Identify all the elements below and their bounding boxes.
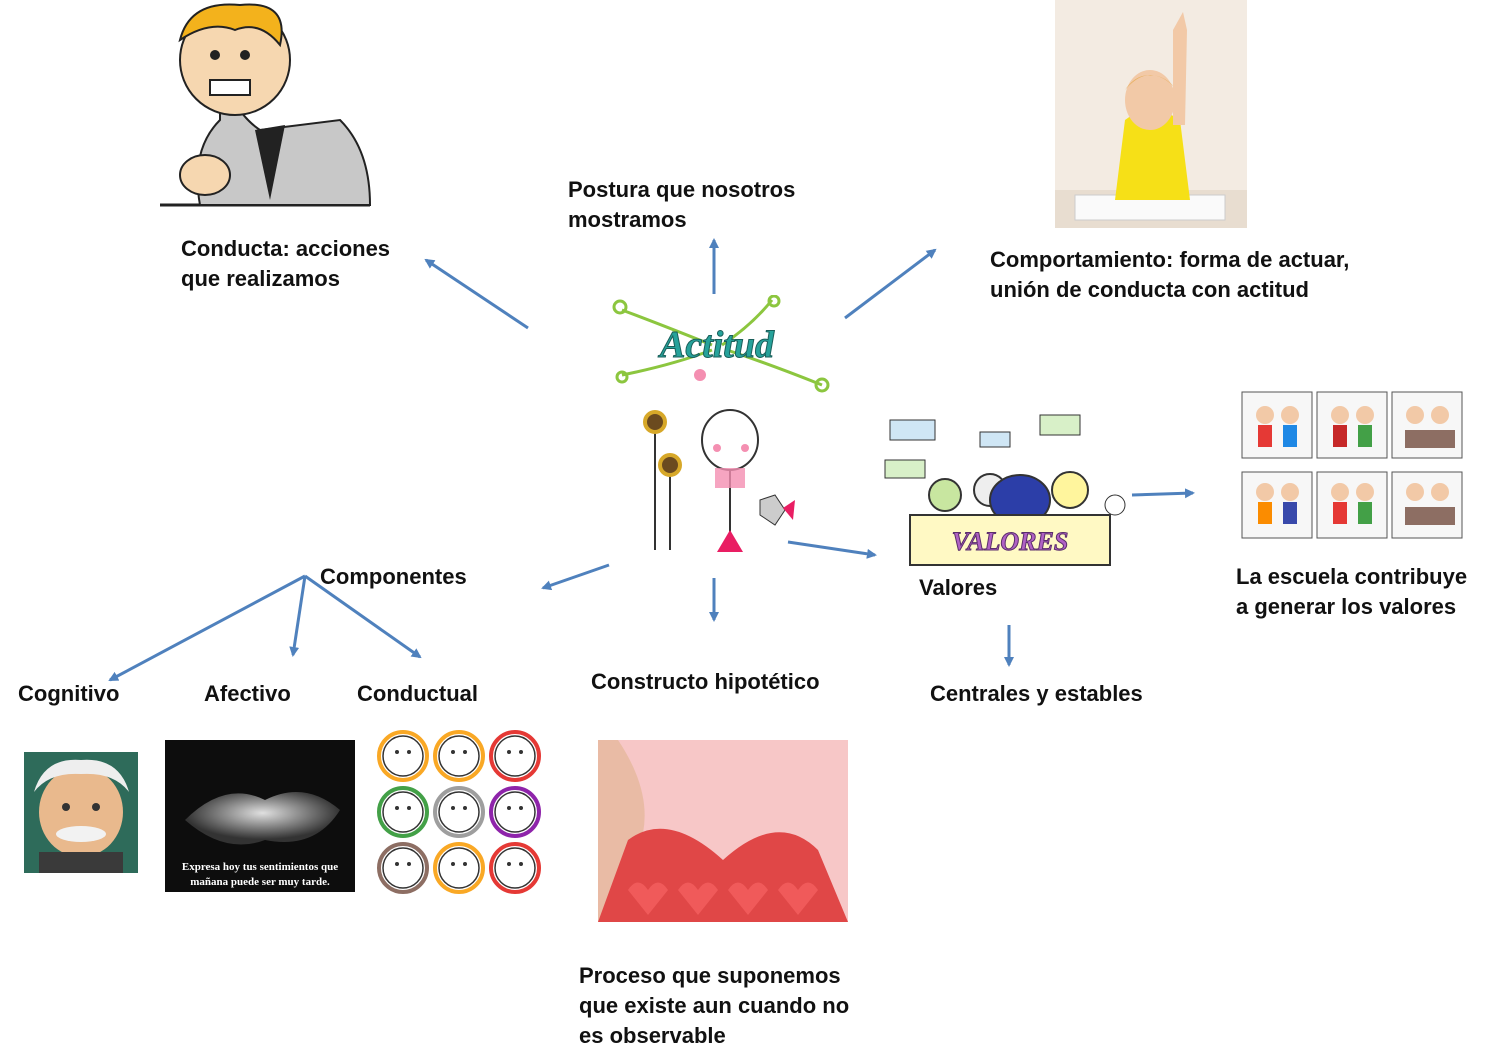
label-valores: Valores [919,575,998,600]
arrow-to-conductual [304,574,422,659]
valores-banner-text: VALORES [952,527,1069,556]
label-proceso: Proceso que suponemos que existe aun cua… [579,963,850,1048]
label-constructo: Constructo hipotético [591,669,820,694]
holding-hands-photo: Expresa hoy tus sentimientos que mañana … [165,740,355,892]
arrow-to-escuela [1131,488,1195,499]
einstein-caricature [24,752,138,873]
arrow-to-componentes [541,563,610,591]
arrow-to-conducta [424,258,529,330]
girl-watering-flowers-illustration [635,400,795,560]
label-escuela: La escuela contribuye a generar los valo… [1236,564,1468,619]
label-conductual: Conductual [357,681,478,706]
valores-kids-illustration: VALORES [880,410,1128,572]
angry-man-illustration [140,0,392,218]
arrow-to-comportamiento [844,248,937,320]
arrow-to-cognitivo [108,574,306,682]
label-afectivo: Afectivo [204,681,291,706]
woman-with-hearts-photo [598,740,848,922]
label-centrales: Centrales y estables [930,681,1143,706]
arrow-to-valores [787,540,877,559]
label-comportamiento: Comportamiento: forma de actuar, unión d… [990,247,1350,302]
label-componentes: Componentes [320,564,467,589]
label-postura: Postura que nosotros mostramos [568,177,796,232]
school-kids-grid [1240,390,1464,540]
actitud-logo: Actitud [602,295,832,395]
actitud-logo-text: Actitud [658,324,775,366]
label-cognitivo: Cognitivo [18,681,120,706]
afectivo-caption: Expresa hoy tus sentimientos que mañana … [181,861,339,888]
arrow-to-afectivo [289,575,307,657]
label-conducta: Conducta: acciones que realizamos [181,236,391,291]
emoticon-faces-grid [375,728,543,896]
girl-raising-hand-photo [1055,0,1247,228]
